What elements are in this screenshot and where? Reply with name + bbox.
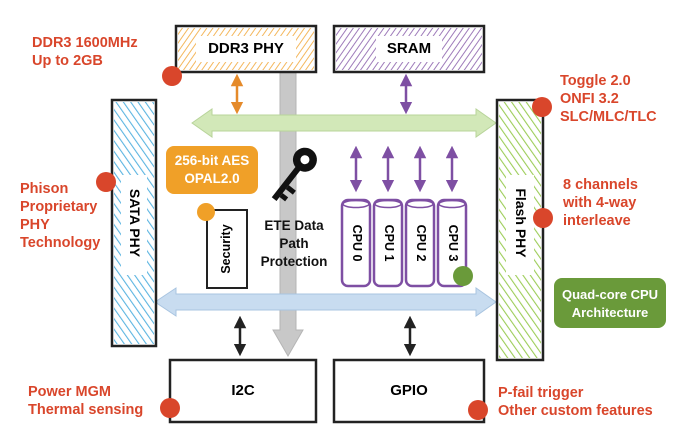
power-marker-dot (160, 398, 180, 418)
sram-label: SRAM (386, 40, 432, 57)
sata-phy-label: SATA PHY (127, 188, 143, 258)
cpu-2-cylinder (404, 198, 436, 288)
cpu-3-cylinder (436, 198, 468, 288)
cpu-1-cylinder (372, 198, 404, 288)
cpu-marker-dot (453, 266, 473, 286)
i2c-block (168, 358, 318, 424)
sata-phy-block (110, 98, 158, 348)
toggle-marker-dot (532, 97, 552, 117)
phison-annotation: Phison Proprietary PHY Technology (20, 181, 101, 251)
power-annotation: Power MGM Thermal sensing (28, 384, 144, 418)
gpio-label: GPIO (390, 382, 428, 399)
phison-marker-dot (96, 172, 116, 192)
ddr3-marker-dot (162, 66, 182, 86)
ete-label: ETE Data Path Protection (260, 218, 328, 269)
aes-badge (166, 146, 258, 194)
ddr3-phy-label: DDR3 PHY (208, 40, 284, 57)
gpio-block (332, 358, 486, 424)
ddr3-annotation: DDR3 1600MHz Up to 2GB (32, 35, 138, 69)
top-horizontal-bus-arrow (191, 108, 497, 138)
quadcore-badge (554, 278, 666, 328)
key-icon (271, 147, 317, 202)
pfail-annotation: P-fail trigger Other custom features (498, 385, 653, 419)
channels-marker-dot (533, 208, 553, 228)
cpu-2-label: CPU 2 (414, 224, 428, 262)
channels-annotation: 8 channels with 4-way interleave (563, 177, 638, 229)
ddr3-phy-block (174, 24, 318, 74)
security-block (206, 209, 248, 289)
cpu-0-cylinder (340, 198, 372, 288)
cpu-0-label: CPU 0 (350, 224, 364, 262)
security-label: Security (219, 224, 233, 274)
i2c-label: I2C (231, 382, 255, 399)
aes-badge-text: 256-bit AES OPAL2.0 (174, 153, 250, 186)
cpu-3-label: CPU 3 (446, 224, 460, 262)
toggle-annotation: Toggle 2.0 ONFI 3.2 SLC/MLC/TLC (560, 73, 657, 125)
quadcore-badge-text: Quad-core CPU Architecture (561, 287, 659, 320)
pfail-marker-dot (468, 400, 488, 420)
sram-block (332, 24, 486, 74)
security-marker-dot (197, 203, 215, 221)
flash-phy-label: Flash PHY (513, 188, 529, 258)
bottom-horizontal-bus-arrow (154, 287, 497, 317)
cpu-1-label: CPU 1 (382, 224, 396, 262)
flash-phy-block (495, 98, 545, 362)
